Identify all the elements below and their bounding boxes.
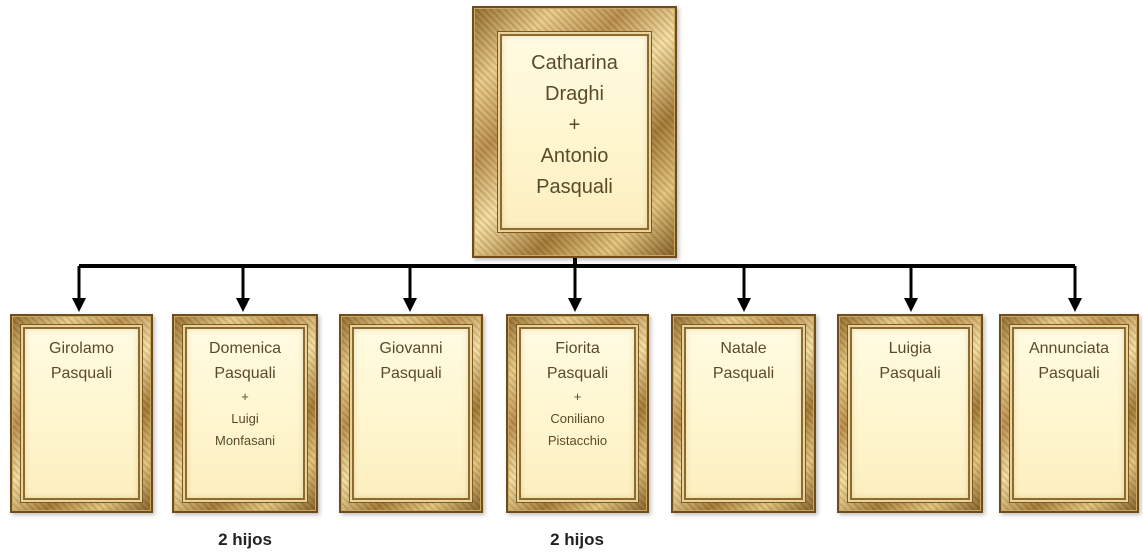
child-frame-annunciata: Annunciata Pasquali [999,314,1139,513]
child-surname: Pasquali [879,365,941,382]
child-first-name: Annunciata [1028,340,1110,357]
spouse-first-name: Coniliano [550,411,605,426]
child-card-giovanni: Giovanni Pasquali [352,327,470,500]
root-couple-card: Catharina Draghi + Antonio Pasquali [500,34,649,230]
child-frame-giovanni: Giovanni Pasquali [339,314,483,513]
children-count-note-domenica: 2 hijos [218,530,272,549]
child-first-name: Giovanni [379,340,443,357]
arrowhead-natale [737,298,751,312]
child-first-name: Girolamo [49,340,114,357]
spouse-plus-sign: + [241,389,249,404]
child-surname: Pasquali [214,365,276,382]
child-first-name: Natale [720,340,767,357]
child-first-name: Fiorita [555,340,600,357]
arrowhead-domenica [236,298,250,312]
spouse-plus-sign: + [573,389,582,404]
child-surname: Pasquali [380,365,442,382]
child-first-name: Domenica [208,340,282,357]
children-count-note-fiorita: 2 hijos [550,530,604,549]
child-surname: Pasquali [1038,365,1100,382]
child-card-fiorita: Fiorita Pasquali + Coniliano Pistacchio [519,327,636,500]
child-surname: Pasquali [712,365,775,382]
spouse-first-name: Luigi [231,411,259,426]
root-couple-frame: Catharina Draghi + Antonio Pasquali [472,6,677,258]
child-surname: Pasquali [50,365,113,382]
child-frame-fiorita: Fiorita Pasquali + Coniliano Pistacchio [506,314,649,513]
child-surname: Pasquali [546,365,609,382]
arrowhead-giovanni [403,298,417,312]
arrowhead-fiorita [568,298,582,312]
spouse-surname: Monfasani [215,433,275,448]
arrowhead-girolamo [72,298,86,312]
arrowhead-luigia [904,298,918,312]
root-name-line-2: Draghi [545,83,604,105]
child-frame-girolamo: Girolamo Pasquali [10,314,153,513]
arrowhead-annunciata [1068,298,1082,312]
child-card-natale: Natale Pasquali [684,327,803,500]
child-frame-natale: Natale Pasquali [671,314,816,513]
spouse-surname: Pistacchio [547,433,608,448]
root-name-line-1: Catharina [531,52,618,74]
child-frame-domenica: Domenica Pasquali + Luigi Monfasani [172,314,318,513]
child-frame-luigia: Luigia Pasquali [837,314,983,513]
child-card-luigia: Luigia Pasquali [850,327,970,500]
root-name-line-3: Antonio [540,145,609,167]
root-plus-sign: + [568,114,581,136]
child-card-domenica: Domenica Pasquali + Luigi Monfasani [185,327,305,500]
child-card-girolamo: Girolamo Pasquali [23,327,140,500]
child-first-name: Luigia [888,340,932,357]
root-name-line-4: Pasquali [536,176,613,198]
child-card-annunciata: Annunciata Pasquali [1012,327,1126,500]
